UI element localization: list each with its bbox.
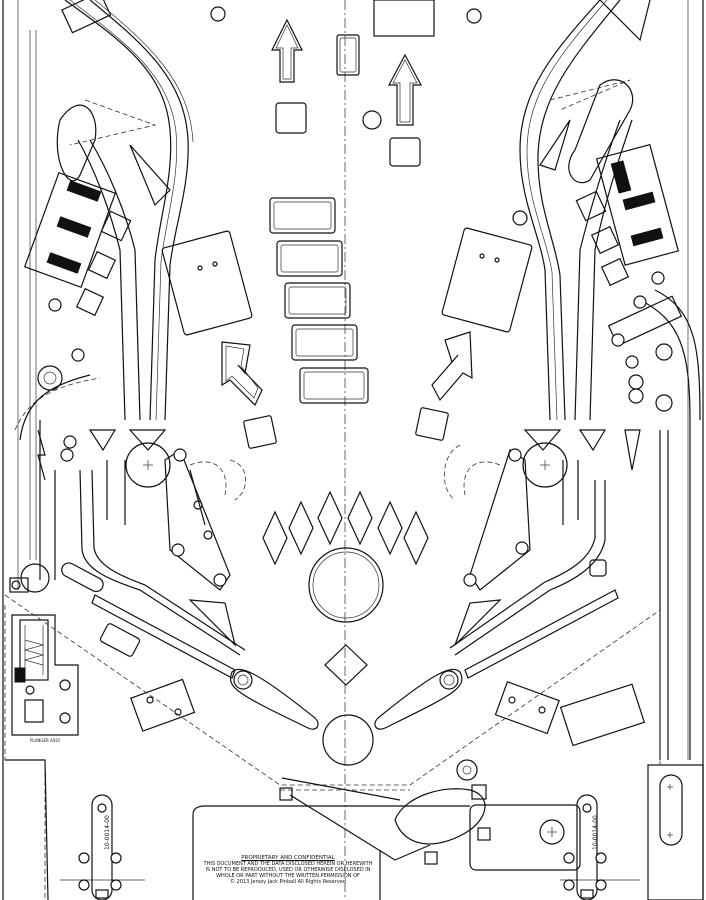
left-inlane-guides bbox=[61, 429, 246, 679]
top-slot-center-inner bbox=[339, 37, 357, 73]
right-square-insert bbox=[415, 407, 449, 441]
right-arrow-insert bbox=[431, 331, 473, 402]
left-square-insert bbox=[243, 415, 277, 449]
left-flipper-bracket bbox=[130, 678, 196, 732]
left-insert-small-3 bbox=[75, 287, 105, 317]
plunger-tag: PLUNGER ASSY bbox=[30, 738, 61, 743]
top-insert-right bbox=[389, 137, 421, 167]
right-insert-small-1 bbox=[575, 190, 607, 222]
left-flipper bbox=[229, 668, 319, 730]
left-part-number: 10-0014-00 bbox=[104, 815, 111, 850]
left-drop-target-bank bbox=[23, 171, 117, 289]
left-slingshot bbox=[164, 448, 247, 591]
bottom-right-bracket bbox=[563, 794, 607, 900]
notice-line-2: IS NOT TO BE REPRODUCED, USED OR OTHERWI… bbox=[205, 867, 371, 873]
top-arrow-right bbox=[388, 53, 422, 126]
right-top-dot bbox=[512, 210, 528, 226]
right-drop-target-bank bbox=[595, 143, 680, 266]
shooter-lane-bracket bbox=[647, 764, 704, 900]
right-slingshot bbox=[443, 444, 531, 591]
bottom-left-bracket bbox=[78, 794, 122, 900]
top-arrow-left bbox=[271, 18, 303, 83]
right-pop-post bbox=[522, 442, 568, 488]
right-part-number: 10-0014-00 bbox=[592, 815, 599, 850]
proprietary-notice: PROPRIETARY AND CONFIDENTIAL THIS DOCUME… bbox=[195, 855, 381, 885]
plunger-mechanism bbox=[9, 563, 79, 736]
top-insert-left bbox=[275, 102, 307, 134]
top-dot bbox=[210, 6, 226, 22]
center-diamonds bbox=[262, 490, 429, 566]
left-pop-post bbox=[125, 442, 171, 488]
right-flipper bbox=[374, 668, 463, 730]
left-insert-small-1 bbox=[100, 210, 132, 242]
lower-apron-outline bbox=[4, 594, 661, 900]
right-insert-small-3 bbox=[600, 257, 630, 287]
center-ladder bbox=[269, 197, 369, 404]
right-card bbox=[441, 227, 533, 333]
notice-line-1: THIS DOCUMENT AND THE DATA DISCLOSED HER… bbox=[203, 861, 373, 867]
notice-line-3: WHOLE OR PART WITHOUT THE WRITTEN PERMIS… bbox=[216, 873, 360, 879]
top-dot-right bbox=[466, 8, 482, 24]
right-inlane-guides bbox=[449, 429, 641, 679]
top-box bbox=[373, 0, 435, 37]
center-diamond-lower bbox=[324, 644, 368, 686]
notice-line-4: © 2013 Jersey Jack Pinball All Rights Re… bbox=[229, 879, 346, 885]
center-lower-insert bbox=[322, 714, 374, 766]
top-slot-center bbox=[336, 34, 360, 76]
right-lower-plate bbox=[559, 683, 646, 747]
notice-title: PROPRIETARY AND CONFIDENTIAL bbox=[241, 855, 335, 861]
left-insert-small-2 bbox=[87, 250, 117, 280]
left-arrow-insert bbox=[221, 341, 263, 407]
left-ramp bbox=[56, 0, 194, 421]
right-flipper-bracket bbox=[494, 681, 560, 735]
right-ramp bbox=[519, 0, 651, 421]
right-insert-small-2 bbox=[590, 225, 620, 255]
center-large-insert bbox=[308, 547, 384, 623]
left-card bbox=[161, 230, 253, 336]
left-outlane bbox=[14, 298, 101, 580]
lower-right-trough bbox=[394, 784, 581, 871]
top-post bbox=[362, 110, 382, 130]
